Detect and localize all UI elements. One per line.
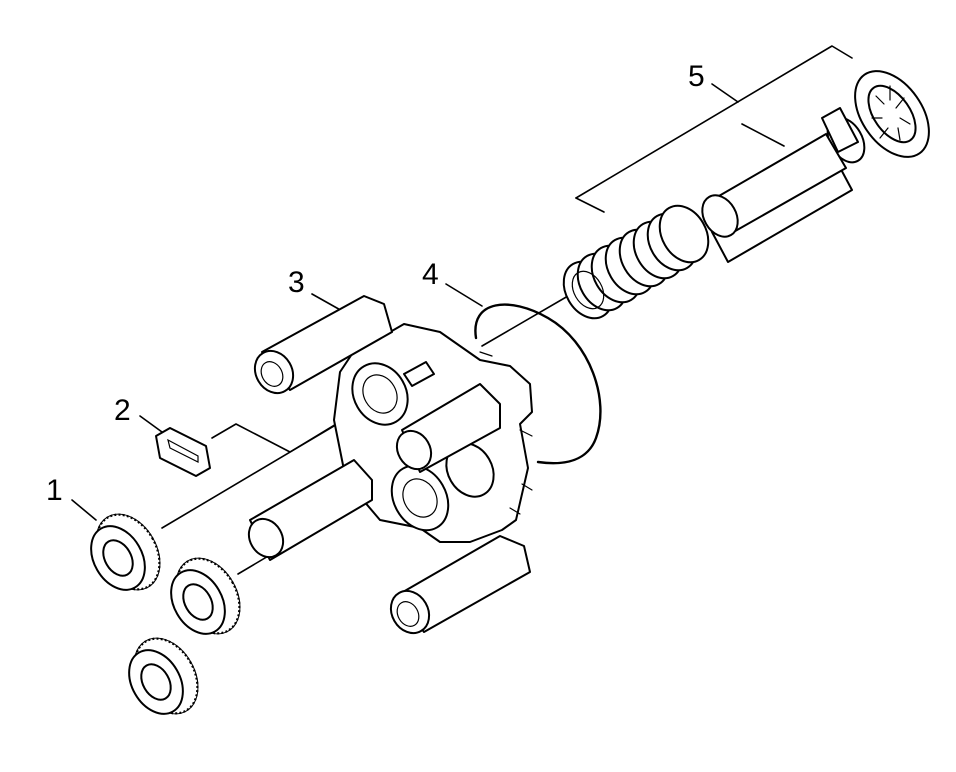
callout-1: 1 xyxy=(46,474,63,507)
leader-2 xyxy=(139,415,163,433)
bracket-5 xyxy=(575,45,853,199)
pump-head xyxy=(247,295,533,635)
seal-ring-1 xyxy=(90,513,161,591)
clip xyxy=(155,427,211,477)
leader-5 xyxy=(711,83,739,103)
retaining-washer xyxy=(854,70,930,158)
piston xyxy=(701,107,866,263)
callout-3: 3 xyxy=(288,266,305,299)
seal-ring-2 xyxy=(170,557,241,635)
seal-ring-3 xyxy=(128,637,199,715)
callout-2: 2 xyxy=(114,394,131,427)
leader-1 xyxy=(71,499,97,521)
callout-5: 5 xyxy=(688,60,705,93)
bracket-5-piston xyxy=(741,123,785,147)
axis-oring xyxy=(481,295,569,347)
bracket-5-spring xyxy=(575,197,605,213)
valve-assembly xyxy=(562,70,930,320)
leader-4 xyxy=(445,283,483,307)
callout-4: 4 xyxy=(422,258,439,291)
callout-labels: 1 2 3 4 5 xyxy=(46,60,705,507)
o-ring xyxy=(474,303,602,465)
spring xyxy=(562,204,710,320)
